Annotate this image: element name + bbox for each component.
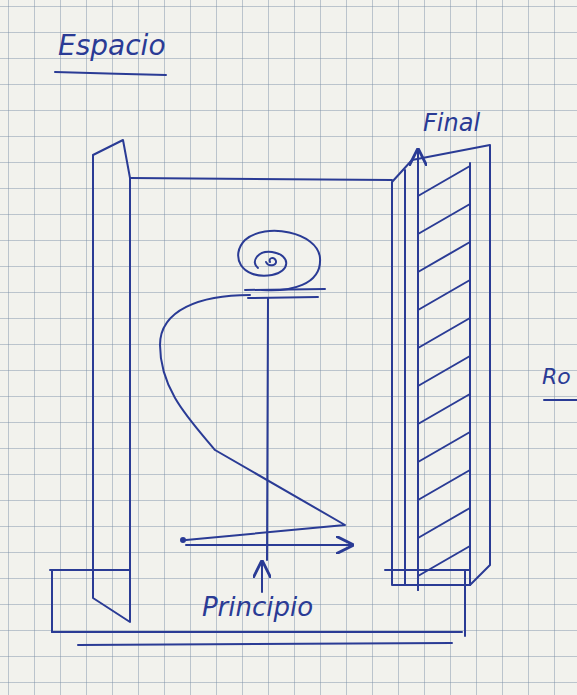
outline-stroke xyxy=(52,631,462,633)
outline-stroke xyxy=(404,170,406,585)
hatch-line xyxy=(418,204,470,234)
hatch-line xyxy=(418,166,470,196)
spiral-base-line xyxy=(245,289,325,290)
hatch-line xyxy=(418,546,470,576)
outline-stroke xyxy=(51,570,53,632)
node-label: Final xyxy=(423,110,480,138)
node-label: Principio xyxy=(50,593,465,623)
hatch-line xyxy=(418,318,470,348)
outline-stroke xyxy=(392,145,490,585)
hatch-line xyxy=(418,394,470,424)
vertical-path xyxy=(267,298,268,560)
base-underline xyxy=(78,643,452,645)
outline-stroke xyxy=(469,163,471,585)
left-wall xyxy=(93,140,130,622)
hatched-wall: Final xyxy=(385,106,495,594)
spiral-base-line xyxy=(248,297,318,298)
outline-stroke xyxy=(385,569,470,571)
hatch-line xyxy=(418,280,470,310)
base-band: Principio xyxy=(50,566,465,636)
sketch-title: Espacio xyxy=(58,30,166,62)
node-outline xyxy=(385,106,495,594)
hatch-line xyxy=(418,242,470,272)
label-underline xyxy=(544,399,577,401)
margin-note: Ro xyxy=(542,364,571,389)
hatch-line xyxy=(418,432,470,462)
hatch-line xyxy=(418,508,470,538)
outline-stroke xyxy=(464,570,466,636)
back-top-edge xyxy=(130,178,392,180)
title-underline xyxy=(55,72,166,75)
hatch-line xyxy=(418,470,470,500)
hatch-line xyxy=(418,356,470,386)
winding-path xyxy=(160,295,345,540)
up-arrow xyxy=(417,150,419,590)
start-arrow xyxy=(261,562,263,592)
spiral-core xyxy=(266,258,276,265)
start-dot xyxy=(181,538,185,542)
outline-stroke xyxy=(50,569,130,571)
direction-arrow xyxy=(186,544,352,546)
spiral xyxy=(238,231,320,290)
